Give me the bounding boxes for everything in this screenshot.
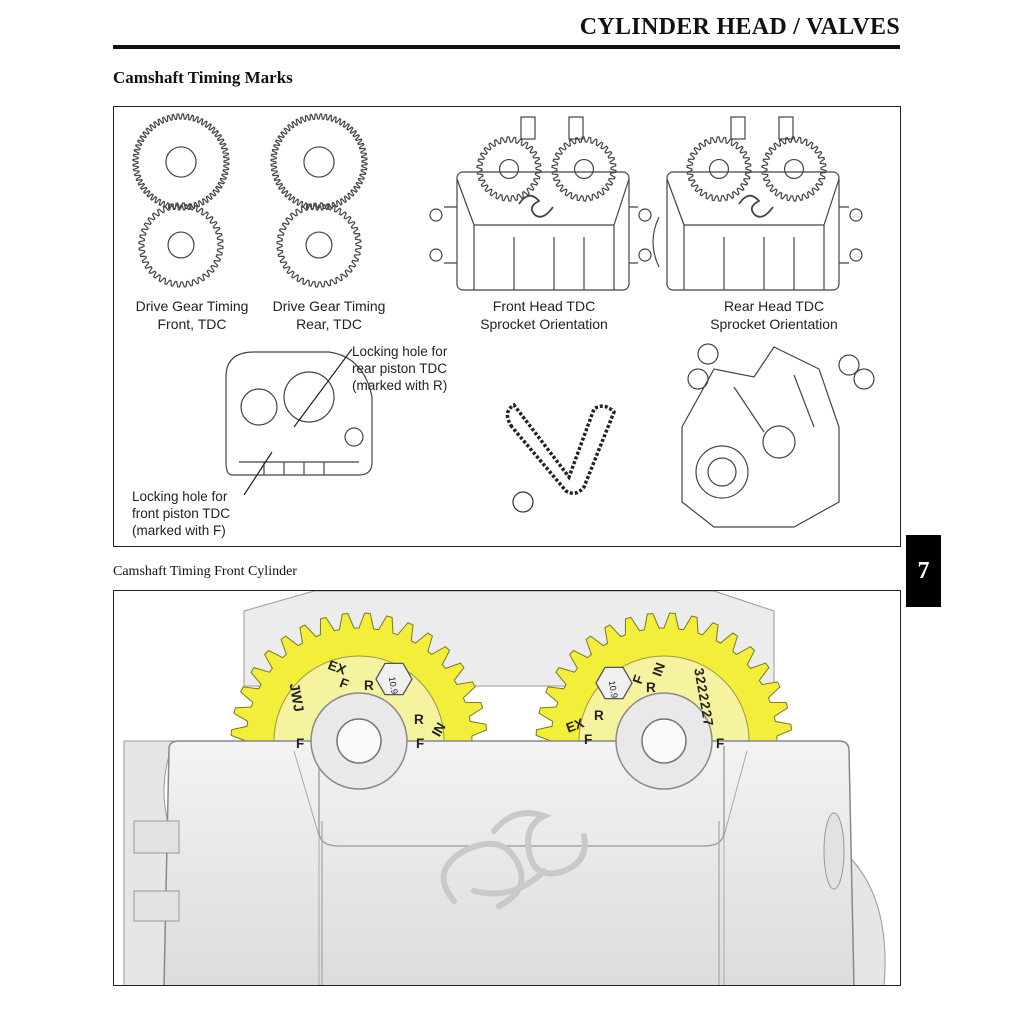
right-gear-mark-r2: R <box>594 708 604 723</box>
front-cylinder-panel: JWJ EX F R R IN F F 3222227 IN F R R EX … <box>113 590 901 986</box>
rear-head-sprocket-left-hub <box>708 158 730 180</box>
drive-gear-rear-lower-hub <box>305 231 333 259</box>
front-head-sprocket-left-hub <box>498 158 520 180</box>
section-title-timing-marks: Camshaft Timing Marks <box>113 68 293 87</box>
chain-gear-drawing <box>512 491 534 513</box>
front-head-drawing <box>429 116 652 291</box>
drive-gear-rear-lower <box>276 202 362 288</box>
leader-line-front <box>243 451 273 496</box>
drive-gear-rear-upper <box>270 113 368 211</box>
exploded-sprocket-1 <box>697 343 719 365</box>
rear-head-sprocket-left <box>686 136 752 202</box>
left-sprocket-bolt <box>375 662 413 696</box>
left-gear-mark-f3: F <box>296 736 305 751</box>
right-sprocket-bolt <box>595 666 633 700</box>
exploded-sprocket-2 <box>687 368 709 390</box>
left-gear-mark-r1: R <box>364 678 374 693</box>
rear-head-drawing <box>652 116 863 291</box>
engine-drawing <box>681 346 840 528</box>
cam-chain-drawing <box>505 402 617 495</box>
drive-gear-rear-upper-hub <box>303 146 335 178</box>
header-rule <box>113 45 900 49</box>
rear-head-sprocket-right <box>761 136 827 202</box>
rear-head-sprocket-right-hub <box>783 158 805 180</box>
exploded-sprocket-4 <box>853 368 875 390</box>
left-gear-mark-r2: R <box>414 712 424 727</box>
front-cylinder-illustration <box>123 591 886 985</box>
right-gear-mark-f3: F <box>716 736 725 751</box>
front-head-sprocket-right <box>551 136 617 202</box>
timing-marks-illustration <box>132 113 875 528</box>
right-gear-mark-r1: R <box>646 680 656 695</box>
page-header-title: CYLINDER HEAD / VALVES <box>579 14 900 40</box>
chapter-tab: 7 <box>906 535 941 607</box>
drive-gear-front-upper-hub <box>165 146 197 178</box>
drive-gear-front-upper <box>132 113 230 211</box>
left-gear-mark-f2: F <box>416 736 425 751</box>
drive-gear-front-lower-hub <box>167 231 195 259</box>
leader-line-rear <box>293 348 353 428</box>
right-bolt-label: 10.9 <box>606 679 620 699</box>
engine-cover-drawing <box>225 351 373 476</box>
drive-gear-front-lower <box>138 202 224 288</box>
front-head-sprocket-left <box>476 136 542 202</box>
right-gear-mark-f2: F <box>584 732 593 747</box>
section-title-front-cylinder: Camshaft Timing Front Cylinder <box>113 564 297 579</box>
exploded-sprocket-3 <box>838 354 860 376</box>
front-head-sprocket-right-hub <box>573 158 595 180</box>
left-bolt-label: 10.9 <box>386 675 400 695</box>
